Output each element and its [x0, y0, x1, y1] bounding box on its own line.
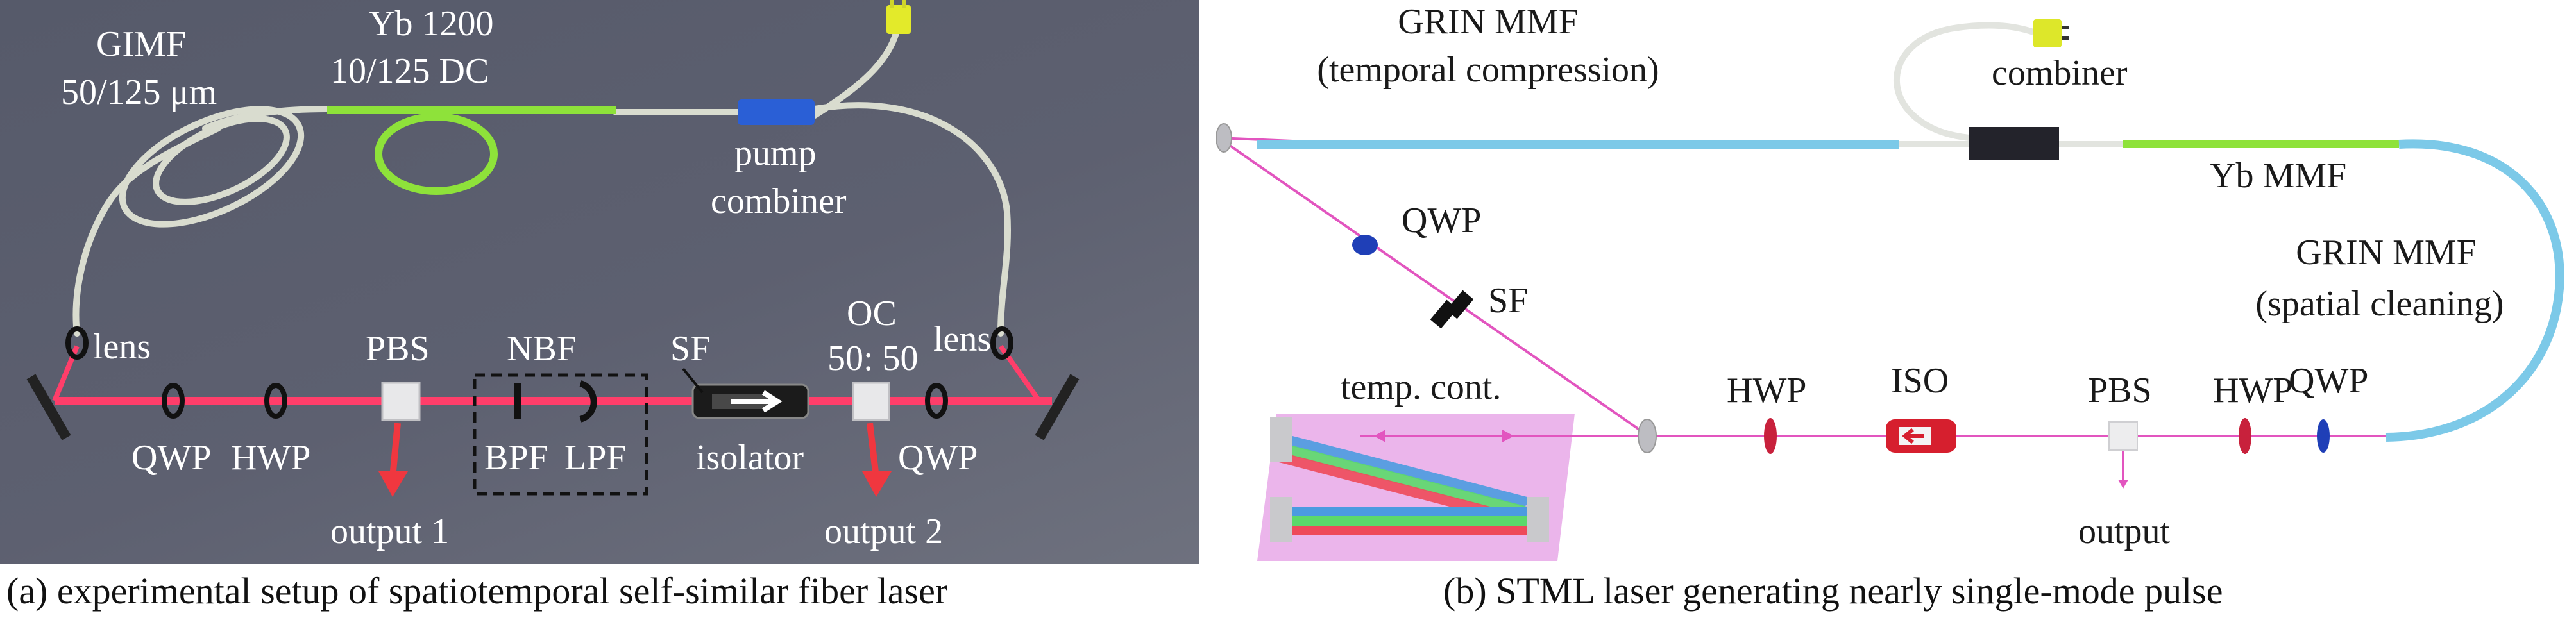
- temp-cont-label: temp. cont.: [1341, 367, 1502, 407]
- grin-right-label-line2: (spatial cleaning): [2255, 284, 2504, 324]
- output-arrow-icon: [2118, 480, 2128, 489]
- hwp-right-label: HWP: [2213, 371, 2293, 410]
- iso-label: ISO: [1891, 361, 1949, 401]
- output2-arrow-icon: [862, 423, 892, 497]
- pump-connector-icon: [2033, 19, 2069, 47]
- pbs-label: PBS: [2088, 371, 2152, 410]
- bend-mirror-icon: [1638, 419, 1657, 453]
- temp-cont-arrow-right-icon: [1502, 430, 1514, 442]
- yb-label-line2: 10/125 DC: [330, 51, 489, 91]
- qwp-right-label: QWP: [2289, 361, 2369, 401]
- output2-label: output 2: [824, 512, 944, 551]
- right-mirror-icon: [1035, 374, 1080, 440]
- qwp-diag-label: QWP: [1402, 201, 1482, 240]
- qwp-left-icon: [162, 383, 185, 419]
- pump-combiner-block: [738, 99, 815, 125]
- left-lens-icon: [65, 326, 89, 360]
- panel-b-stml-laser: GRIN MMF (temporal compression) combiner…: [1206, 0, 2576, 564]
- hwp-icon: [264, 383, 287, 419]
- qwp-right-icon: [925, 383, 948, 419]
- pump-label-line1: pump: [734, 133, 817, 173]
- oc-label-line1: OC: [847, 294, 897, 333]
- nbf-label: NBF: [507, 329, 577, 369]
- yb-mmf-label: Yb MMF: [2210, 156, 2347, 196]
- oc-cube: [852, 382, 890, 421]
- combiner-block: [1969, 127, 2059, 160]
- grin-top-label-line2: (temporal compression): [1317, 50, 1659, 90]
- caption-b: (b) STML laser generating nearly single-…: [1443, 570, 2223, 612]
- grin-top-label-line1: GRIN MMF: [1398, 2, 1579, 42]
- iso-icon: [1886, 419, 1956, 453]
- panel-a-drawing: [26, 0, 1080, 497]
- yb-label-line1: Yb 1200: [369, 4, 494, 44]
- pbs-label: PBS: [366, 329, 430, 369]
- panel-b-drawing: [1216, 19, 2564, 561]
- sf-icon: [1430, 290, 1474, 329]
- qwp-diag-icon: [1352, 235, 1378, 255]
- lpf-label: LPF: [564, 438, 627, 478]
- lens-left-label: lens: [93, 327, 151, 367]
- filter-dashed-box: [473, 373, 648, 496]
- combiner-fibers: [1893, 22, 2123, 147]
- sf-pointer: [682, 367, 704, 394]
- pbs-cube: [381, 382, 421, 421]
- output1-arrow-icon: [378, 423, 408, 497]
- gimf-label-line1: GIMF: [96, 24, 187, 64]
- yb-fiber: [327, 106, 616, 195]
- oc-label-line2: 50: 50: [827, 339, 919, 378]
- combiner-label: combiner: [1992, 53, 2128, 93]
- qwp-left-label: QWP: [131, 438, 212, 478]
- gimf-fiber: [72, 22, 1012, 337]
- output1-label: output 1: [330, 512, 450, 551]
- bpf-label: BPF: [484, 438, 548, 478]
- left-mirror-icon: [26, 374, 71, 440]
- hwp-left-icon: [1764, 418, 1777, 454]
- hwp-label: HWP: [231, 438, 311, 478]
- isolator-icon: [691, 383, 809, 419]
- lpf-icon: [579, 380, 597, 423]
- qwp-right-icon: [2317, 419, 2330, 453]
- output-label: output: [2078, 512, 2171, 551]
- grin-right-label-line1: GRIN MMF: [2296, 233, 2477, 273]
- pbs-cube: [2108, 421, 2138, 451]
- pump-connector-icon: [886, 0, 911, 34]
- grin-mmf-spatial-fiber: [2385, 139, 2564, 442]
- gimf-label-line2: 50/125 μm: [61, 72, 217, 112]
- grating-pair-icon: [1270, 417, 1549, 542]
- panel-a-experimental-setup: GIMF 50/125 μm Yb 1200 10/125 DC pump co…: [0, 0, 1199, 564]
- hwp-right-icon: [2239, 418, 2251, 454]
- right-lens-icon: [990, 326, 1013, 360]
- top-mirror-icon: [1216, 123, 1232, 153]
- lens-right-label: lens: [933, 319, 992, 359]
- isolator-label: isolator: [696, 438, 804, 478]
- bpf-icon: [514, 383, 521, 419]
- temp-cont-arrow-left-icon: [1374, 430, 1385, 442]
- pump-label-line2: combiner: [711, 181, 847, 221]
- hwp-left-label: HWP: [1727, 371, 1807, 410]
- sf-label: SF: [670, 329, 711, 369]
- sf-label: SF: [1488, 281, 1529, 321]
- caption-a: (a) experimental setup of spatiotemporal…: [6, 570, 948, 612]
- qwp-right-label: QWP: [898, 438, 978, 478]
